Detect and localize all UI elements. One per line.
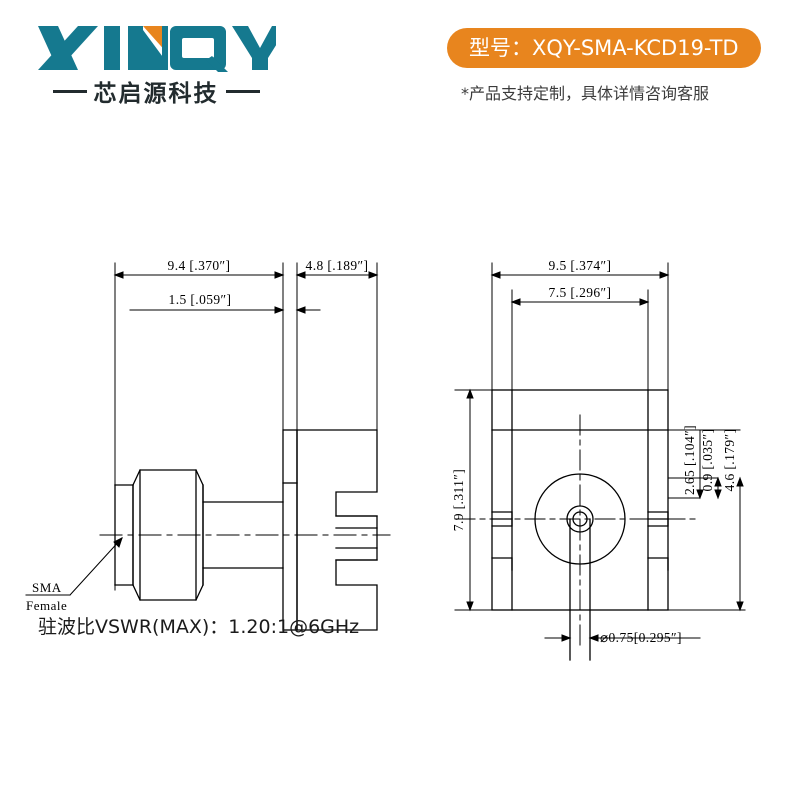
logo-subtitle-text: 芯启源科技 xyxy=(93,81,219,107)
dim-flange-thickness xyxy=(295,271,379,279)
drawing-canvas: 9.4 [.370″] 4.8 [.189″] 1.5 [.059″] SMA … xyxy=(25,258,746,661)
dim-label-overall-height: 7.9 [.311″] xyxy=(451,469,466,531)
vswr-spec: 驻波比VSWR(MAX)：1.20:1@6GHz xyxy=(38,616,360,638)
model-number-text: 型号：XQY-SMA-KCD19-TD xyxy=(469,35,739,60)
dim-label-pin-diameter: ⌀0.75[0.295″] xyxy=(600,630,682,645)
sma-callout-leader xyxy=(25,537,123,596)
model-number-badge: 型号：XQY-SMA-KCD19-TD xyxy=(447,28,761,68)
customization-note: *产品支持定制，具体详情咨询客服 xyxy=(461,84,710,103)
dim-label-slot-height: 0.9 [.035″] xyxy=(700,429,715,492)
dim-label-overall-length: 9.4 [.370″] xyxy=(168,258,231,273)
dim-inner-width xyxy=(510,298,650,306)
dim-label-upper-height: 2.65 [.104″] xyxy=(682,425,697,495)
dim-label-lower-height: 4.6 [.179″] xyxy=(722,429,737,492)
dim-overall-width xyxy=(490,271,670,279)
logo-subtitle: 芯启源科技 xyxy=(36,76,276,107)
sma-callout-line1: SMA xyxy=(32,580,62,595)
dim-overall-height xyxy=(466,388,474,612)
dim-upper-height xyxy=(696,429,704,500)
logo-rule-left xyxy=(52,89,87,93)
dim-step-length xyxy=(129,306,321,314)
technical-drawing: 9.4 [.370″] 4.8 [.189″] 1.5 [.059″] SMA … xyxy=(0,130,800,670)
logo-wordmark-icon xyxy=(38,26,276,72)
front-view-centerlines xyxy=(454,414,701,651)
dim-pin-diameter xyxy=(544,619,701,651)
dim-label-inner-width: 7.5 [.296″] xyxy=(549,285,612,300)
logo-rule-right xyxy=(225,89,260,93)
page-header: 芯启源科技 型号：XQY-SMA-KCD19-TD *产品支持定制，具体详情咨询… xyxy=(0,0,800,130)
sma-callout-line2: Female xyxy=(26,598,67,613)
dim-label-flange-thickness: 4.8 [.189″] xyxy=(306,258,369,273)
dim-label-step-length: 1.5 [.059″] xyxy=(169,292,232,307)
side-view-group xyxy=(25,262,391,631)
dim-slot-height xyxy=(714,476,722,500)
dim-lower-height xyxy=(736,476,744,612)
dim-overall-length xyxy=(113,271,285,279)
dim-label-overall-width: 9.5 [.374″] xyxy=(549,258,612,273)
front-view-group xyxy=(454,262,746,661)
brand-logo: 芯启源科技 xyxy=(36,24,276,107)
